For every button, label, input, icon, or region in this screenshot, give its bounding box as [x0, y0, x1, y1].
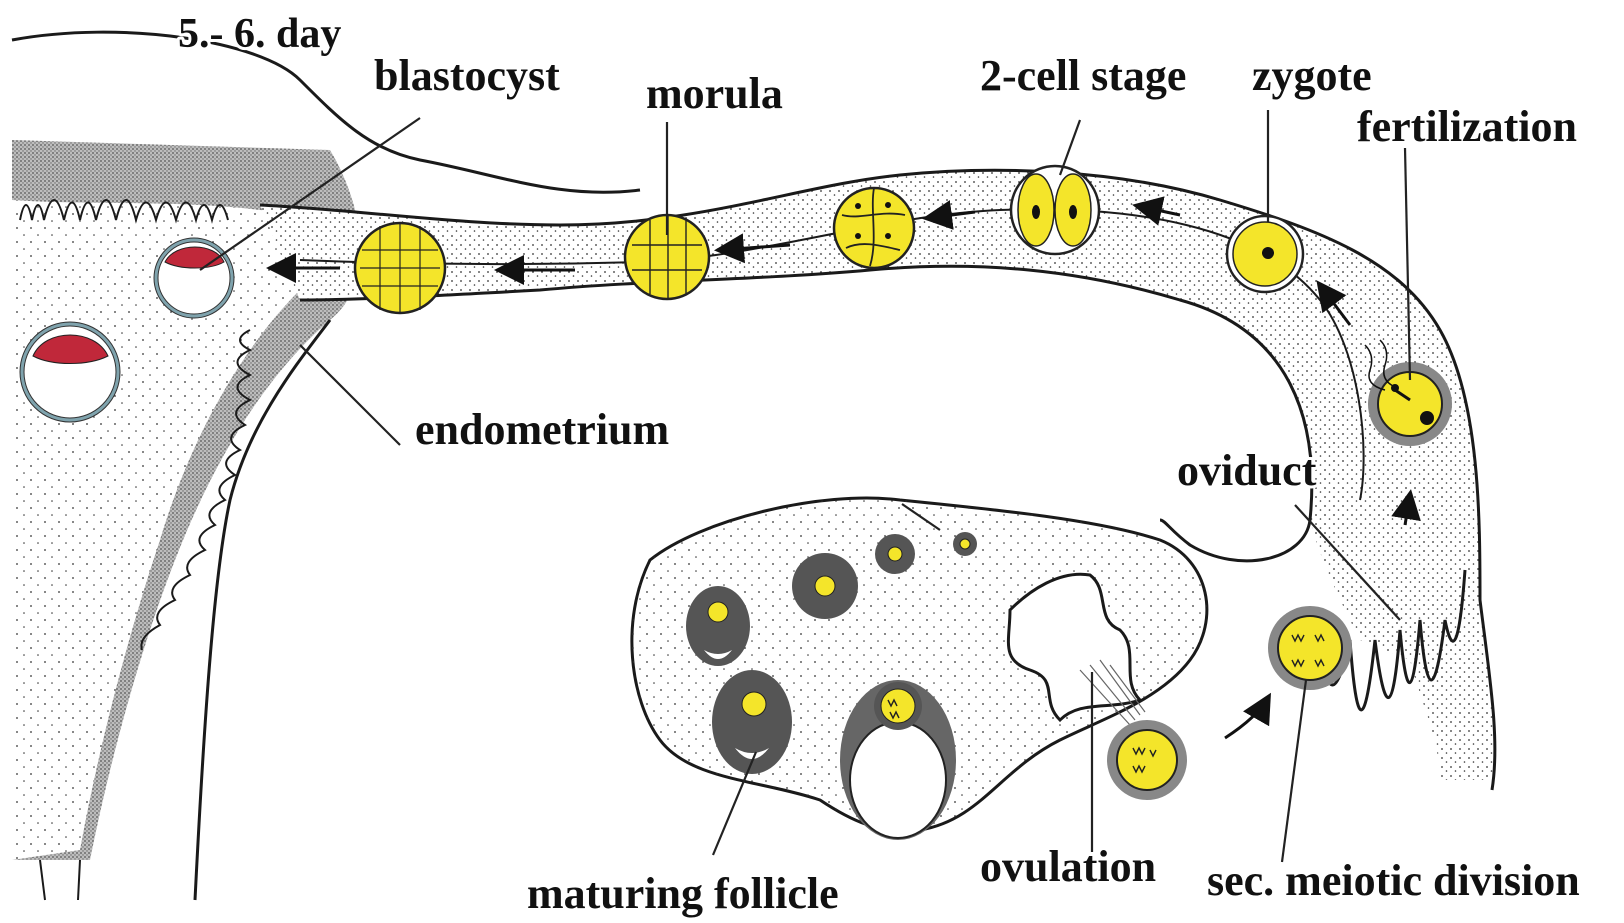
late-morula-cell [355, 223, 445, 313]
ovulated-oocyte [1107, 720, 1187, 800]
meiotic-division-label: sec. meiotic division [1207, 856, 1580, 905]
secondary-follicle [792, 553, 858, 619]
maturing-follicle-label: maturing follicle [527, 869, 839, 918]
two-cell-embryo [1011, 166, 1099, 254]
fertilization-label: fertilization [1357, 102, 1577, 151]
blastocyst-cell [156, 240, 232, 316]
zygote-label: zygote [1252, 51, 1372, 100]
oviduct-label: oviduct [1177, 446, 1317, 495]
morula-label: morula [646, 69, 783, 118]
implanting-blastocyst [22, 324, 118, 420]
antral-follicle-small [686, 586, 750, 666]
graafian-follicle [840, 680, 956, 840]
four-cell-embryo [834, 188, 914, 268]
zygote-cell [1227, 216, 1303, 292]
meiotic-division-oocyte [1268, 606, 1352, 690]
primordial-follicle [953, 532, 977, 556]
maturing-follicle-shape [712, 670, 792, 774]
ovulation-label: ovulation [980, 842, 1156, 891]
day-label: 5.- 6. day [178, 11, 341, 57]
endometrium-label: endometrium [415, 405, 669, 454]
two-cell-stage-label: 2-cell stage [980, 51, 1186, 100]
primary-follicle [875, 534, 915, 574]
blastocyst-label: blastocyst [374, 51, 560, 100]
